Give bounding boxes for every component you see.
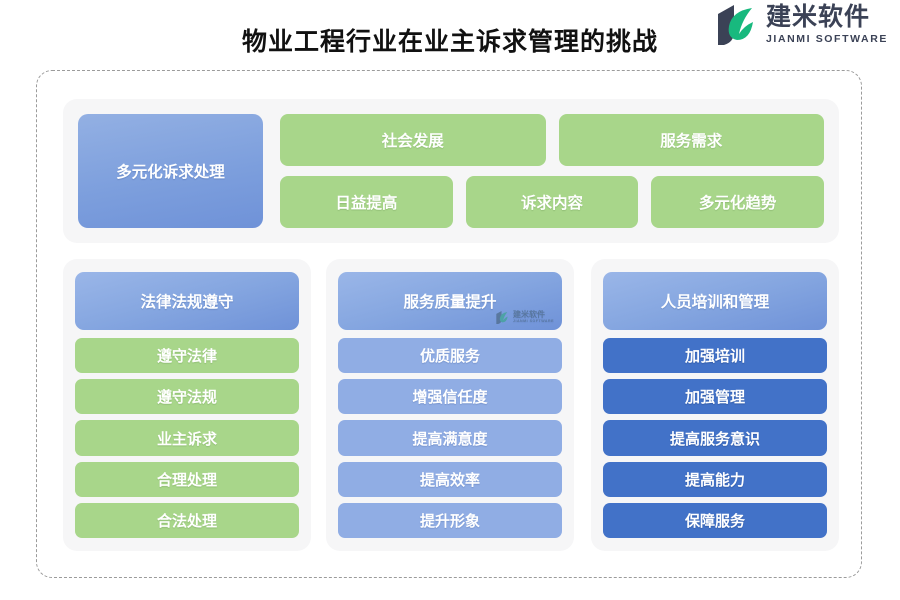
list-item-label: 提高效率 [419,471,480,489]
list-item[interactable]: 业主诉求 [75,420,299,456]
dashed-content-frame: 多元化诉求处理 社会发展 服务需求 日益提高 诉求内容 [36,70,862,578]
top-chips-area: 社会发展 服务需求 日益提高 诉求内容 多元化趋势 [280,114,825,228]
chip-social-development[interactable]: 社会发展 [280,114,546,166]
list-item[interactable]: 提升形象 [338,502,562,539]
list-item[interactable]: 遵守法规 [75,379,299,415]
list-item-label: 遵守法律 [156,348,217,366]
column-items-legal-compliance: 遵守法律 遵守法规 业主诉求 合理处理 合法处理 [75,338,299,539]
hero-card-label: 多元化诉求处理 [116,164,225,181]
column-header-label: 人员培训和管理 [660,294,770,311]
column-header-service-quality[interactable]: 服务质量提升 建米软件 JIANMI SOFTWARE [338,272,562,330]
chip-label: 服务需求 [660,133,723,150]
list-item[interactable]: 保障服务 [603,502,827,539]
top-overview-panel: 多元化诉求处理 社会发展 服务需求 日益提高 诉求内容 [63,99,839,243]
list-item[interactable]: 提高服务意识 [603,420,827,456]
chip-appeal-content[interactable]: 诉求内容 [465,176,639,228]
chip-label: 社会发展 [381,133,444,150]
list-item-label: 提高能力 [684,471,745,489]
list-item-label: 保障服务 [684,512,745,530]
list-item-label: 加强管理 [684,389,745,407]
watermark-name-en: JIANMI SOFTWARE [512,319,554,324]
watermark-mark-icon [495,310,510,325]
list-item-label: 遵守法规 [156,389,217,407]
brand-name-cn: 建米软件 [765,3,870,32]
chip-label: 多元化趋势 [698,195,777,212]
list-item[interactable]: 提高满意度 [338,420,562,456]
brand-logo: 建米软件 JIANMI SOFTWARE [714,2,888,48]
list-item-label: 提升形象 [419,512,480,530]
list-item-label: 合理处理 [156,471,217,489]
chip-label: 诉求内容 [521,195,584,212]
chip-label: 日益提高 [335,195,398,212]
list-item[interactable]: 增强信任度 [338,379,562,415]
column-header-staff-training[interactable]: 人员培训和管理 [603,272,827,330]
jianmi-watermark-icon: 建米软件 JIANMI SOFTWARE [495,310,554,325]
list-item-label: 优质服务 [419,348,480,366]
jianmi-leaf-logo-icon [714,2,760,48]
list-item-label: 加强培训 [684,348,745,366]
chip-diversification-trend[interactable]: 多元化趋势 [651,176,825,228]
brand-name-en: JIANMI SOFTWARE [765,33,888,46]
list-item[interactable]: 提高能力 [603,461,827,497]
column-panel-staff-training: 人员培训和管理 加强培训 加强管理 提高服务意识 提高能力 保障服务 [591,259,839,551]
list-item-label: 提高服务意识 [669,430,760,448]
top-chip-row-2: 日益提高 诉求内容 多元化趋势 [280,176,825,228]
list-item-label: 业主诉求 [156,430,217,448]
list-item[interactable]: 提高效率 [338,461,562,497]
hero-card-multichannel-handling[interactable]: 多元化诉求处理 [78,114,263,228]
brand-text: 建米软件 JIANMI SOFTWARE [766,5,888,45]
watermark-text: 建米软件 JIANMI SOFTWARE [513,311,554,324]
column-panel-service-quality: 服务质量提升 建米软件 JIANMI SOFTWARE 优质服务 [326,259,574,551]
column-items-staff-training: 加强培训 加强管理 提高服务意识 提高能力 保障服务 [603,338,827,539]
list-item[interactable]: 合法处理 [75,502,299,539]
list-item[interactable]: 加强培训 [603,338,827,374]
column-items-service-quality: 优质服务 增强信任度 提高满意度 提高效率 提升形象 [338,338,562,539]
list-item[interactable]: 合理处理 [75,461,299,497]
column-header-legal-compliance[interactable]: 法律法规遵守 [75,272,299,330]
chip-increasing[interactable]: 日益提高 [280,176,453,228]
list-item[interactable]: 优质服务 [338,338,562,374]
list-item[interactable]: 遵守法律 [75,338,299,374]
list-item[interactable]: 加强管理 [603,379,827,415]
column-panel-legal-compliance: 法律法规遵守 遵守法律 遵守法规 业主诉求 合理处理 合法处理 [63,259,311,551]
list-item-label: 合法处理 [156,512,217,530]
column-header-label: 服务质量提升 [403,294,497,311]
column-header-label: 法律法规遵守 [140,294,234,311]
list-item-label: 增强信任度 [412,389,488,407]
chip-service-demand[interactable]: 服务需求 [558,114,824,166]
page-header: 物业工程行业在业主诉求管理的挑战 建米软件 JIANMI SOFTWARE [0,0,900,68]
page-title: 物业工程行业在业主诉求管理的挑战 [241,28,658,56]
top-chip-row-1: 社会发展 服务需求 [280,114,824,166]
watermark-name-cn: 建米软件 [512,310,545,320]
list-item-label: 提高满意度 [412,430,488,448]
